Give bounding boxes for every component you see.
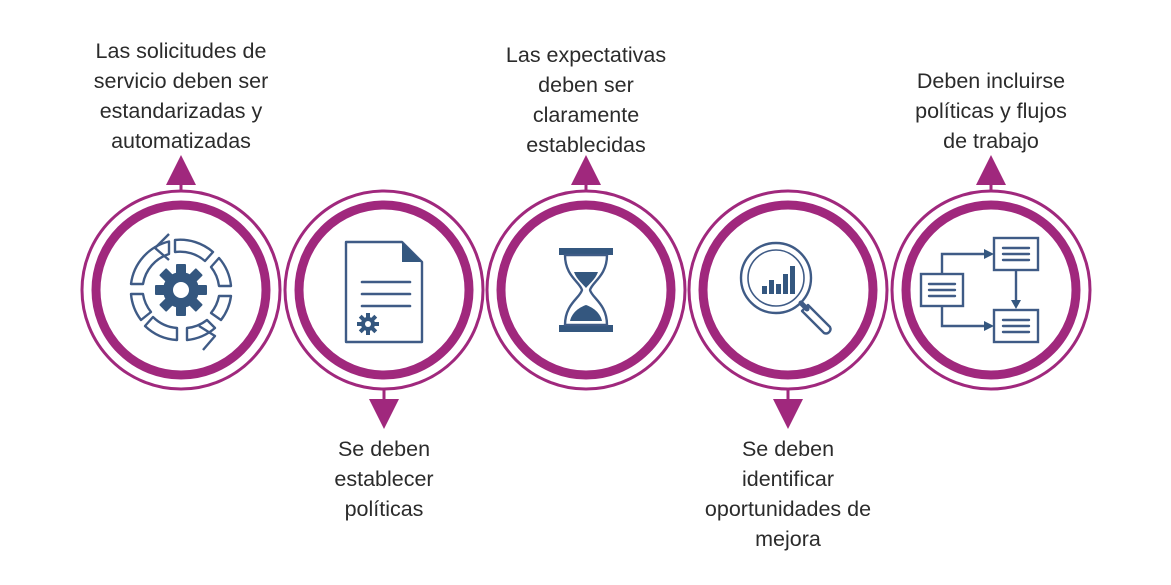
step-1-label-line: servicio deben ser <box>93 69 269 93</box>
step-2-label-line: políticas <box>344 497 424 521</box>
step-2-label-line: establecer <box>334 467 434 491</box>
step-5-node <box>890 155 1092 391</box>
step-4-label-line: oportunidades de <box>704 497 872 521</box>
gear-cycle-icon <box>129 233 233 351</box>
step-5-label-line: Deben incluirse <box>916 69 1066 93</box>
step-1-label-line: estandarizadas y <box>99 99 263 123</box>
step-2-inner-ring <box>294 200 474 380</box>
step-1-inner-ring <box>91 200 271 380</box>
step-3-inner-ring <box>496 200 676 380</box>
step-5-label: Deben incluirse políticas y flujos de tr… <box>871 66 1111 156</box>
step-1-node <box>80 155 282 391</box>
step-1-label-line: automatizadas <box>111 129 251 153</box>
step-4-node <box>687 189 889 429</box>
step-3-outer-ring <box>485 189 687 391</box>
step-1-label-line: Las solicitudes de <box>95 39 267 63</box>
document-gear-icon <box>344 240 424 344</box>
hourglass-icon <box>559 248 613 332</box>
step-2-outer-ring <box>283 189 485 391</box>
step-2-node <box>283 189 485 429</box>
step-3-label-line: claramente <box>532 103 640 127</box>
magnifier-chart-icon <box>739 241 832 335</box>
step-3-label-line: deben ser <box>538 73 634 97</box>
step-3-label: Las expectativas deben ser claramente es… <box>466 40 706 160</box>
step-5-label-line: de trabajo <box>943 129 1039 153</box>
step-5-label-line: políticas y flujos <box>915 99 1067 123</box>
workflow-icon <box>919 236 1040 344</box>
step-2-label: Se deben establecer políticas <box>264 434 504 524</box>
step-1-label: Las solicitudes de servicio deben ser es… <box>61 36 301 156</box>
step-3-label-line: establecidas <box>526 133 646 157</box>
step-4-label-line: mejora <box>755 527 821 551</box>
step-3-node <box>485 155 687 391</box>
step-4-label-line: identificar <box>741 467 834 491</box>
step-4-inner-ring <box>698 200 878 380</box>
step-2-label-line: Se deben <box>337 437 431 461</box>
step-4-label-line: Se deben <box>741 437 835 461</box>
step-4-label: Se deben identificar oportunidades de me… <box>668 434 908 554</box>
step-5-inner-ring <box>901 200 1081 380</box>
step-3-label-line: Las expectativas <box>505 43 667 67</box>
